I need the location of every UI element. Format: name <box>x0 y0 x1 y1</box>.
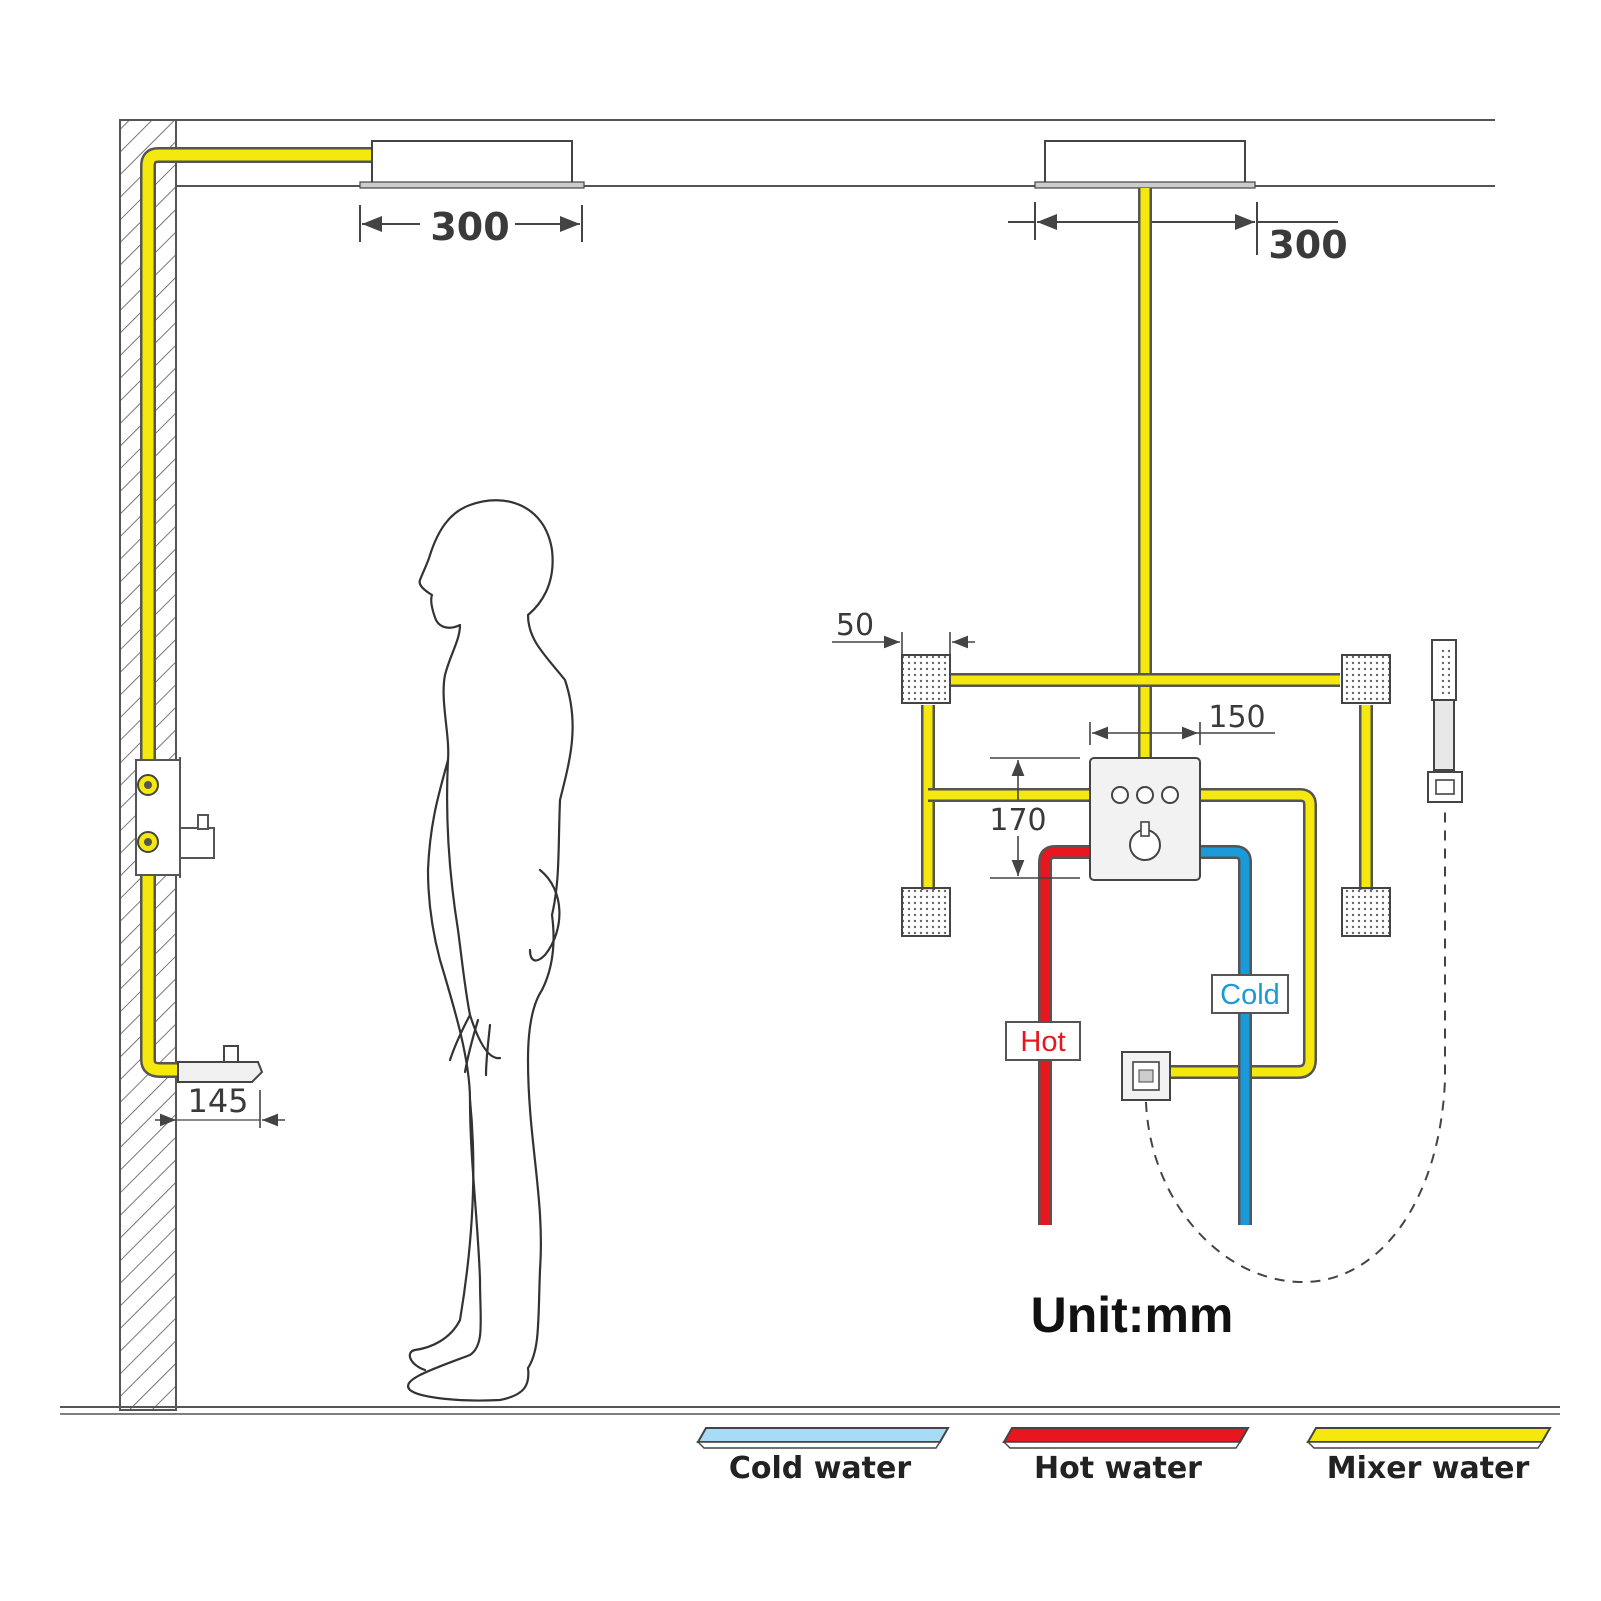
hand-shower-outlet <box>1121 1051 1171 1101</box>
cold-pipe <box>1198 845 1252 1225</box>
legend-hot-water-label: Hot water <box>1034 1451 1202 1486</box>
left-rain-head <box>359 140 585 189</box>
left-head-dimension-label: 300 <box>430 205 509 249</box>
left-head-dimension: 300 <box>359 205 583 249</box>
left-wall-valve <box>135 757 215 878</box>
valve-offset-dimension: 150 <box>1089 700 1275 745</box>
spout-dimension: 145 <box>155 1082 285 1128</box>
right-head-dimension-label: 300 <box>1268 223 1347 267</box>
left-mixer-pipe <box>140 147 372 1078</box>
valve-height-dimension-label: 170 <box>989 803 1046 838</box>
hand-shower-hose <box>1145 805 1446 1284</box>
right-mixer-pipes <box>921 188 1373 1079</box>
hot-pipe-label: Hot <box>1020 1026 1065 1058</box>
body-jet-dimension: 50 <box>832 608 975 655</box>
body-jet-bottom-left <box>901 887 951 937</box>
body-jet-top-left <box>901 654 951 704</box>
cold-pipe-tag: Cold <box>1211 974 1289 1014</box>
floor <box>60 1406 1560 1415</box>
legend-hot-water: Hot water <box>1002 1427 1250 1486</box>
right-rain-head <box>1034 140 1256 189</box>
body-jet-top-right <box>1341 654 1391 704</box>
legend-cold-water-label: Cold water <box>729 1451 911 1486</box>
thermostatic-valve <box>1089 757 1201 881</box>
hand-shower <box>1427 639 1463 803</box>
valve-height-dimension: 170 <box>989 757 1080 879</box>
human-figure <box>407 499 574 1402</box>
legend-mixer-water: Mixer water <box>1306 1427 1552 1486</box>
right-head-dimension: 300 <box>1008 202 1348 267</box>
body-jet-bottom-right <box>1341 887 1391 937</box>
hot-pipe <box>1038 845 1092 1225</box>
legend-mixer-water-label: Mixer water <box>1327 1451 1530 1486</box>
body-jet-dimension-label: 50 <box>836 608 874 643</box>
cold-pipe-label: Cold <box>1220 979 1280 1011</box>
spout-dimension-label: 145 <box>187 1082 248 1120</box>
hot-pipe-tag: Hot <box>1005 1021 1081 1061</box>
valve-offset-dimension-label: 150 <box>1208 700 1265 735</box>
legend-cold-water: Cold water <box>696 1427 950 1486</box>
unit-label: Unit:mm <box>1031 1287 1234 1343</box>
left-tub-spout <box>177 1045 264 1083</box>
legend: Cold water Hot water Mixer water <box>696 1427 1552 1486</box>
